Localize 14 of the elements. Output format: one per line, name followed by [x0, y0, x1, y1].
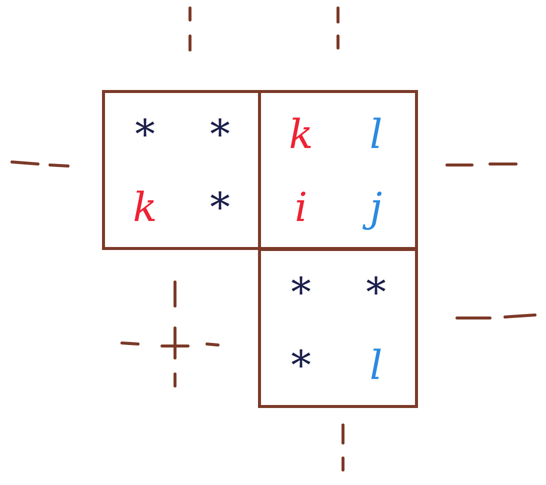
- matrix-entry: k: [132, 186, 158, 230]
- matrix-entry: k: [288, 113, 314, 157]
- matrix-entry: *: [209, 113, 231, 157]
- matrix-entry: j: [356, 186, 396, 230]
- matrix-entry: *: [209, 186, 231, 230]
- matrix-entry: l: [368, 344, 384, 388]
- matrix-block: [258, 248, 418, 408]
- matrix-entry: *: [134, 113, 156, 157]
- matrix-entry: i: [294, 186, 308, 230]
- matrix-entry: *: [290, 271, 312, 315]
- matrix-entry: *: [290, 344, 312, 388]
- matrix-block: [258, 90, 418, 250]
- matrix-entry: *: [365, 271, 387, 315]
- matrix-entry: l: [368, 113, 384, 157]
